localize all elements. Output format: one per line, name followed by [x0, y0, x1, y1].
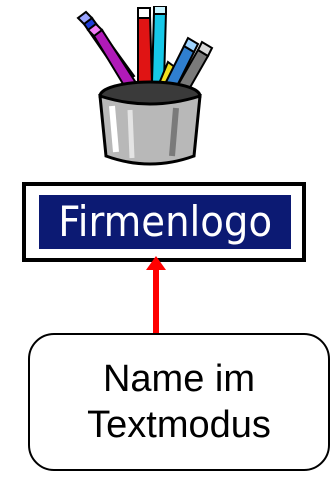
icon-label-frame[interactable]: Firmenlogo	[22, 182, 306, 262]
icon-label-selection[interactable]: Firmenlogo	[39, 195, 291, 249]
icon-label-text[interactable]: Firmenlogo	[58, 197, 272, 246]
pen-holder-icon[interactable]	[72, 6, 232, 171]
callout-line-2: Textmodus	[87, 404, 271, 446]
callout-line-1: Name im	[102, 357, 256, 400]
callout-bubble: Name im Textmodus	[28, 333, 330, 471]
pen-holder-graphic	[76, 6, 214, 166]
red-arrow-icon	[146, 256, 166, 338]
